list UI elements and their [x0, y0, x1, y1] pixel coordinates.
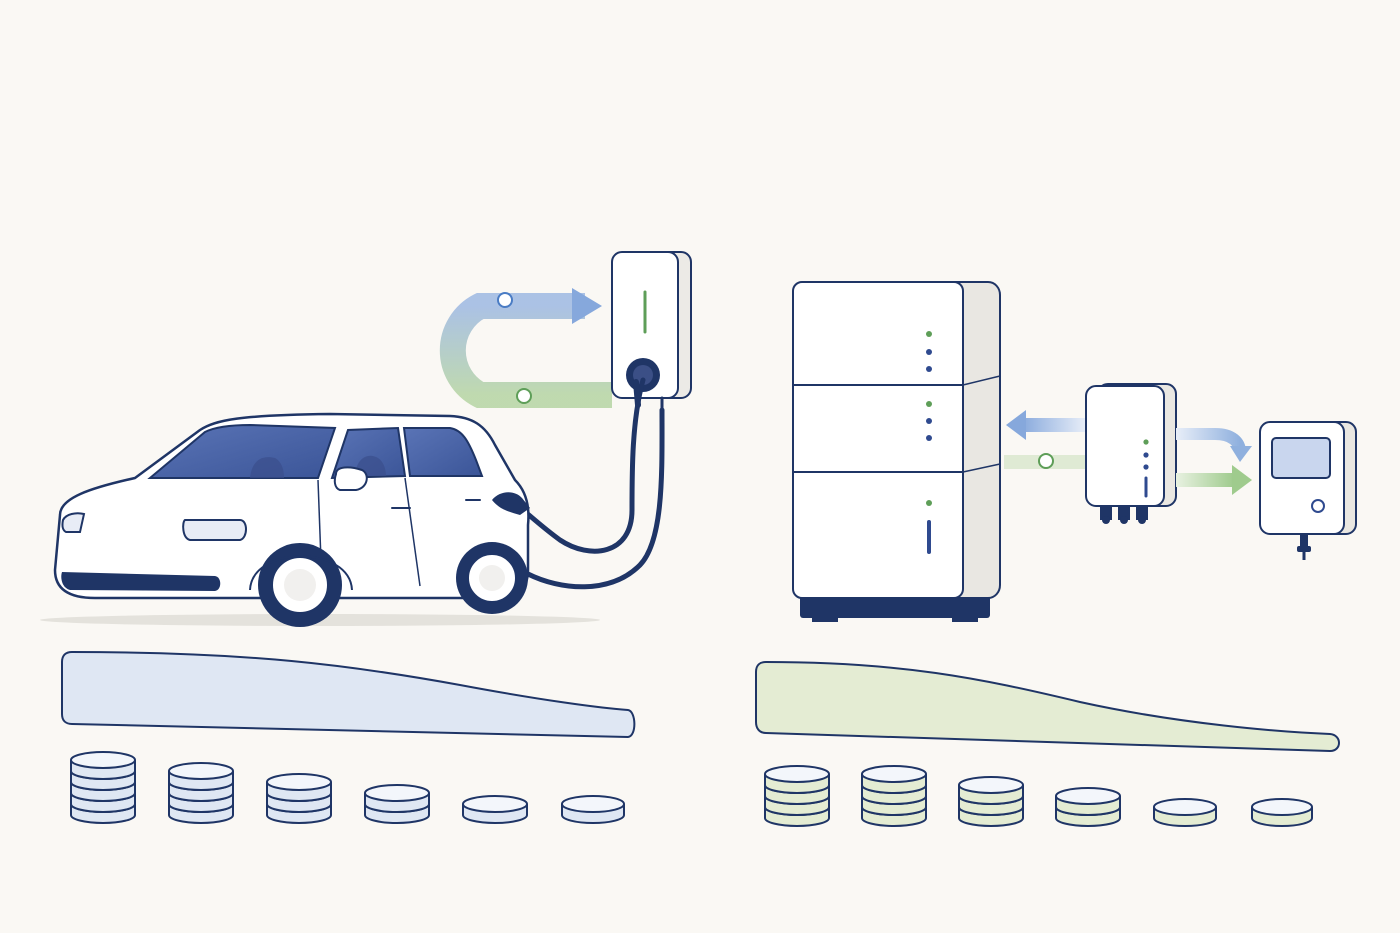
inverter-icon: [1085, 383, 1177, 524]
bidirectional-arrow-icon: [1004, 410, 1086, 469]
coin-stack-icon: [364, 784, 430, 824]
wheel-icon: [456, 542, 528, 614]
coin-stack-icon: [1153, 798, 1217, 827]
coin-stacks-right: [764, 765, 1313, 827]
loop-flow-arrow-icon: [439, 288, 612, 408]
side-window-front: [330, 426, 407, 480]
side-mirror: [333, 466, 368, 491]
coin-stack-icon: [764, 765, 830, 827]
coin-stacks-left: [70, 751, 625, 824]
headlight-icon: [182, 519, 247, 541]
coin-stack-icon: [168, 762, 234, 824]
cost-trend-band: [61, 650, 636, 739]
wheel-icon: [258, 543, 342, 627]
home-battery-group: [755, 281, 1357, 827]
cost-trend-band: [755, 660, 1340, 753]
meter-display: [1271, 437, 1331, 479]
coin-stack-icon: [861, 765, 927, 827]
wall-charger-icon: [611, 251, 692, 414]
battery-cabinet-icon: [792, 281, 1001, 622]
headlight-icon: [61, 512, 86, 533]
flow-node-icon: [497, 292, 513, 308]
flow-node-icon: [516, 388, 532, 404]
energy-meter-icon: [1259, 421, 1357, 560]
coin-stack-icon: [266, 773, 332, 824]
coin-stack-icon: [1055, 787, 1121, 827]
coin-stack-icon: [70, 751, 136, 824]
grille: [61, 572, 221, 591]
ev-charging-group: [40, 251, 692, 824]
coin-stack-icon: [1251, 798, 1313, 827]
charge-port-icon: [492, 492, 530, 515]
bidirectional-arrow-icon: [1176, 428, 1252, 495]
coin-stack-icon: [561, 795, 625, 824]
coin-stack-icon: [462, 795, 528, 824]
charging-cable-icon: [502, 377, 665, 590]
side-window-rear: [402, 427, 484, 477]
windshield: [147, 423, 337, 479]
car-icon: [40, 412, 600, 627]
coin-stack-icon: [958, 776, 1024, 827]
flow-node-icon: [1038, 453, 1054, 469]
